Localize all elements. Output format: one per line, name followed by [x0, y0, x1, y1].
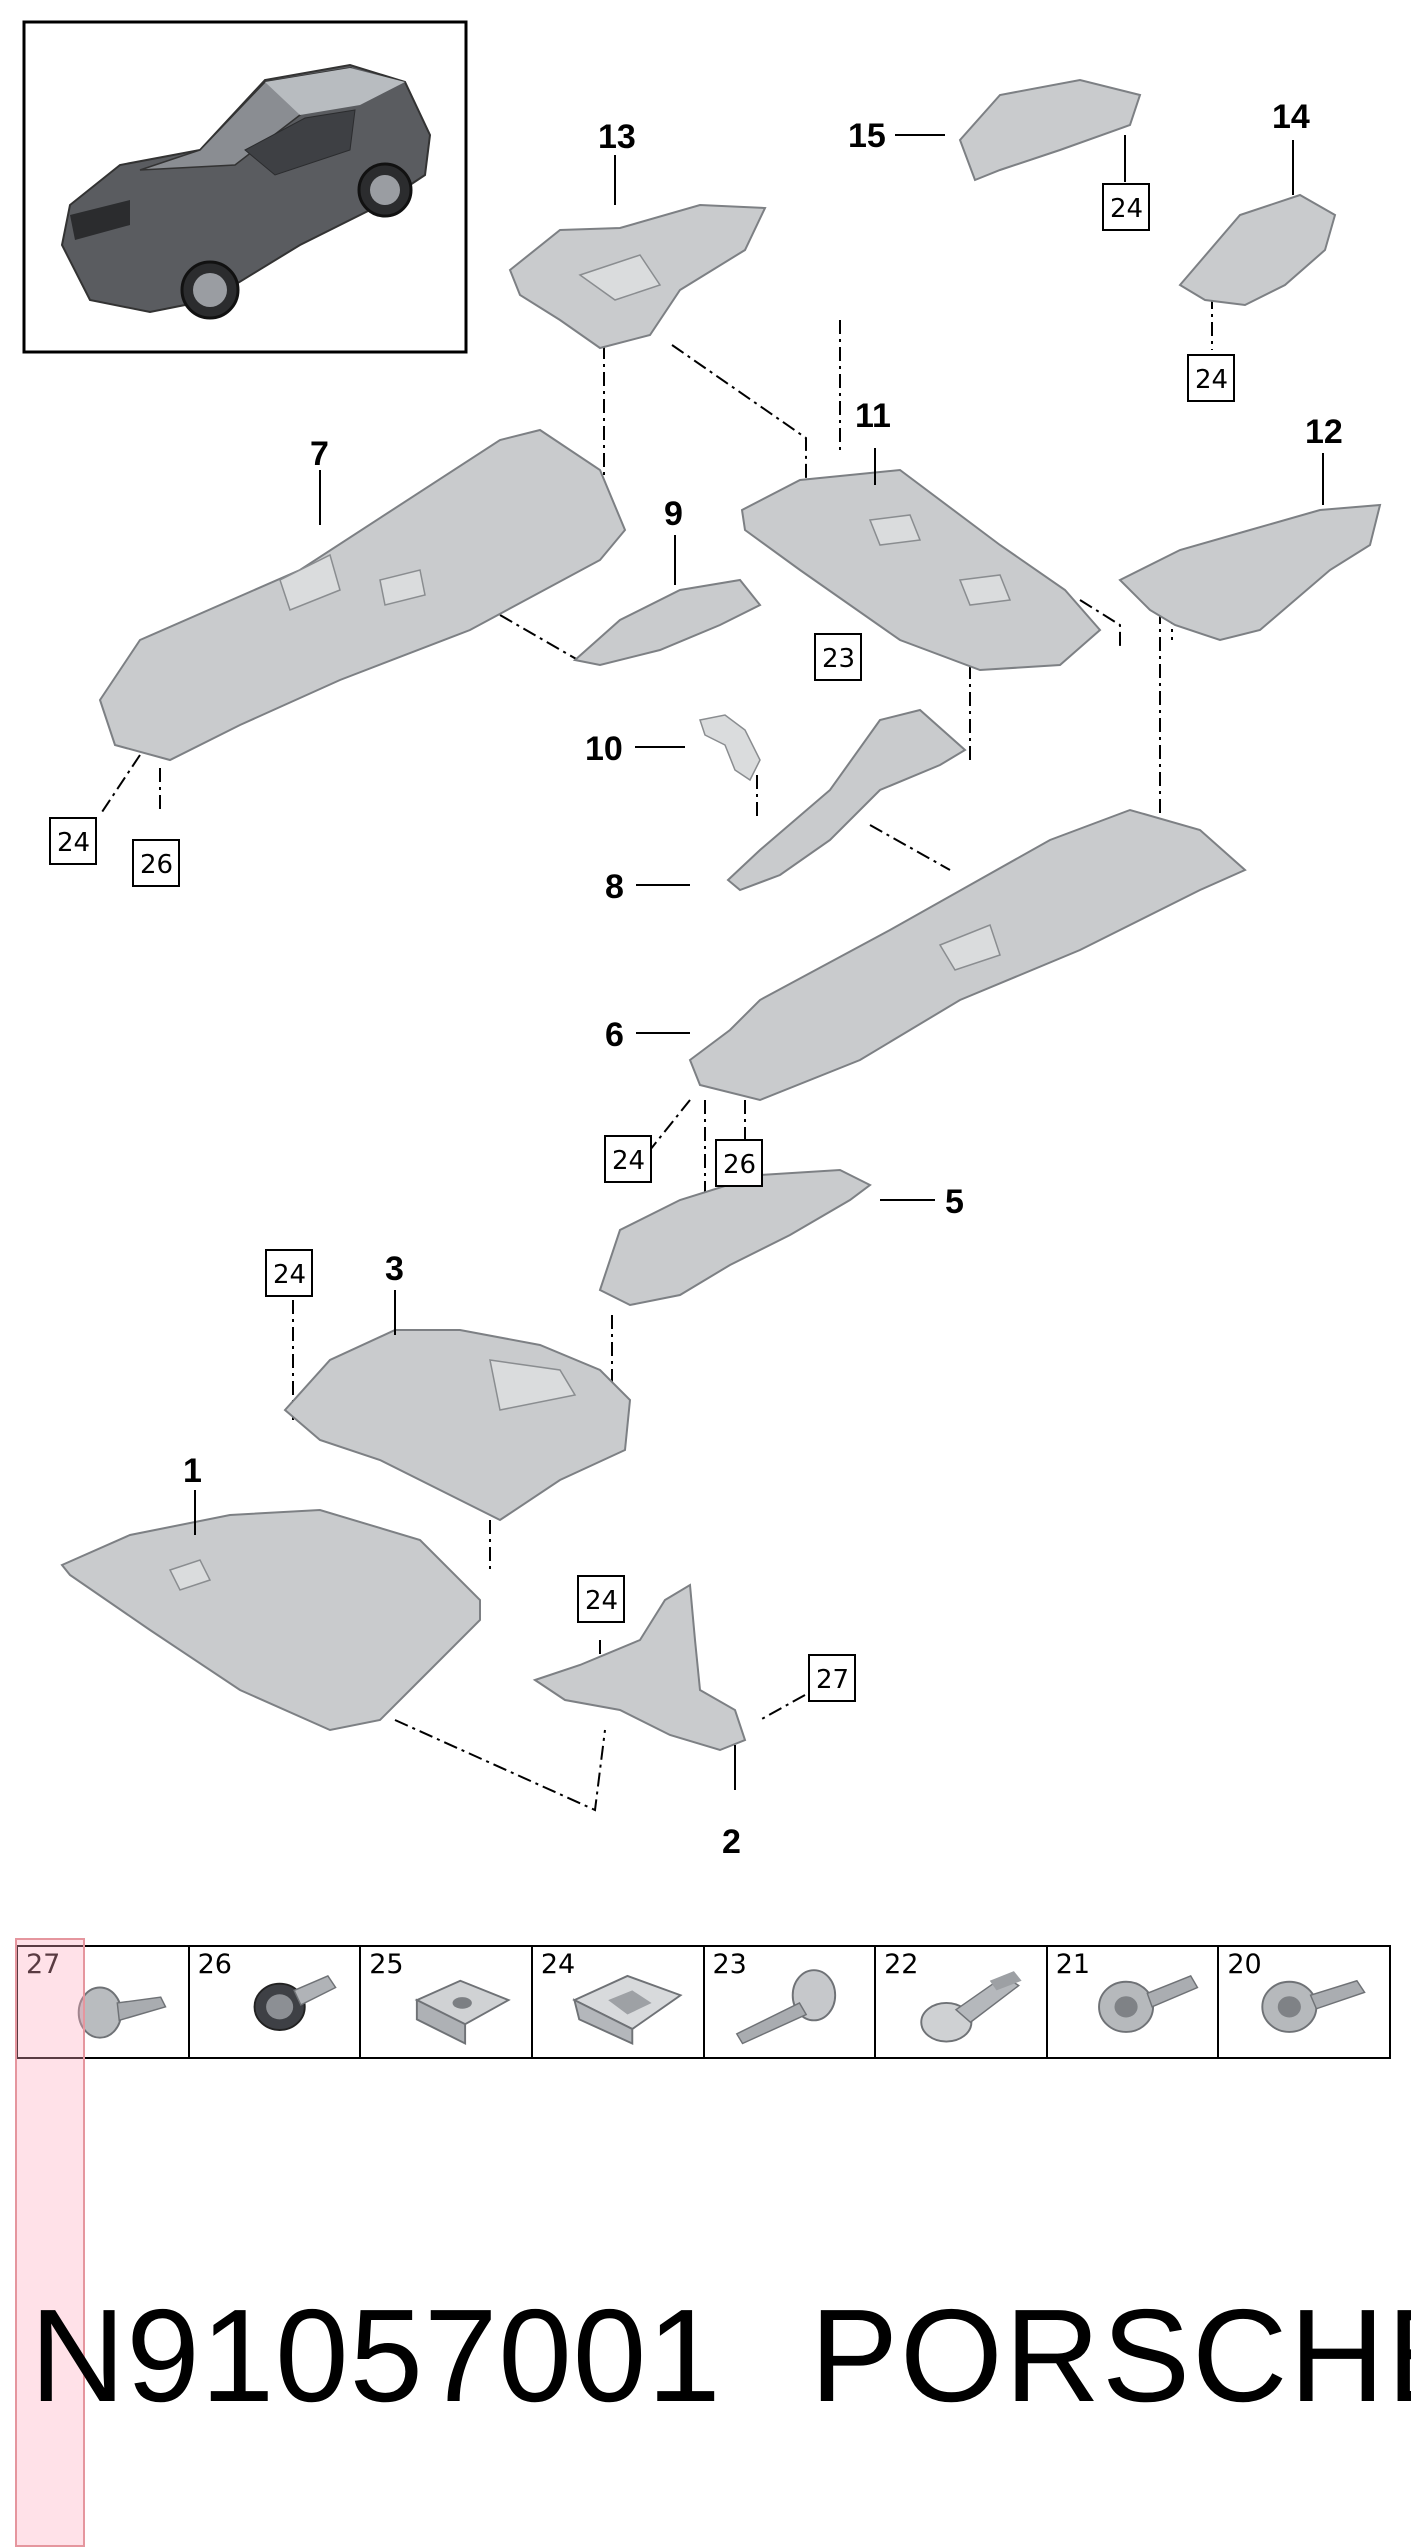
svg-text:26: 26 — [723, 1150, 756, 1180]
callout-5: 5 — [945, 1183, 964, 1221]
hex-flange-bolt-icon — [1097, 1975, 1199, 2033]
fastener-cell-22[interactable]: 22 — [876, 1947, 1048, 2057]
boxed-ref-26-part7: 26 — [132, 839, 180, 887]
boxed-ref-24-part7: 24 — [49, 817, 97, 865]
boxed-ref-27-part2: 27 — [808, 1654, 856, 1702]
part-10-bracket — [699, 714, 761, 782]
square-nut-clip-icon — [414, 1979, 512, 2046]
boxed-ref-24-part6: 24 — [604, 1135, 652, 1183]
vehicle-thumbnail — [22, 20, 468, 354]
part-15-shield — [958, 78, 1142, 182]
boxed-ref-24-part14: 24 — [1187, 354, 1235, 402]
svg-text:24: 24 — [1110, 194, 1143, 224]
callout-3: 3 — [385, 1250, 404, 1288]
fastener-number: 21 — [1055, 1949, 1091, 1980]
callout-15: 15 — [848, 117, 886, 155]
part-2-bracket — [532, 1583, 747, 1752]
fastener-number: 23 — [712, 1949, 747, 1980]
boxed-ref-24-part3: 24 — [265, 1249, 313, 1297]
callout-1: 1 — [183, 1452, 202, 1490]
svg-text:24: 24 — [585, 1586, 618, 1616]
svg-text:23: 23 — [822, 644, 855, 674]
fastener-number: 24 — [540, 1949, 576, 1980]
fastener-cell-23[interactable]: 23 — [705, 1947, 877, 2057]
part-14-shield — [1178, 193, 1337, 307]
callout-6: 6 — [605, 1016, 624, 1054]
callout-10: 10 — [585, 730, 623, 768]
part-7-underbody-panel — [98, 428, 627, 762]
leader-lines — [194, 134, 1324, 1790]
callout-2: 2 — [722, 1823, 741, 1861]
spring-clip-icon — [572, 1974, 683, 2045]
fastener-number: 22 — [884, 1949, 919, 1980]
fastener-number: 26 — [197, 1949, 232, 1980]
fastener-table: 27 26 25 24 23 — [16, 1945, 1391, 2059]
fastener-cell-20[interactable]: 20 — [1219, 1947, 1389, 2057]
part-11-underbody-panel — [740, 468, 1102, 672]
column-27-highlight — [15, 1938, 85, 2547]
callout-13: 13 — [598, 118, 636, 156]
expansion-rivet-icon — [735, 1969, 836, 2045]
svg-text:24: 24 — [1195, 365, 1228, 395]
push-rivet-icon — [920, 1971, 1022, 2043]
callout-7: 7 — [310, 435, 329, 473]
boxed-ref-23-part11: 23 — [814, 633, 862, 681]
fastener-cell-27[interactable]: 27 — [18, 1947, 190, 2057]
svg-text:24: 24 — [273, 1260, 306, 1290]
part-9-bracket — [572, 578, 762, 667]
svg-text:24: 24 — [612, 1146, 645, 1176]
svg-text:26: 26 — [140, 850, 173, 880]
boxed-ref-24-part15: 24 — [1102, 183, 1150, 231]
collar-bolt-icon — [253, 1975, 337, 2031]
fastener-cell-24[interactable]: 24 — [533, 1947, 705, 2057]
fastener-cell-25[interactable]: 25 — [361, 1947, 533, 2057]
part-8-side-panel — [726, 708, 967, 892]
part-6-underbody-panel — [688, 808, 1247, 1102]
callout-9: 9 — [664, 495, 683, 533]
fastener-number: 25 — [369, 1949, 404, 1980]
fastener-cell-26[interactable]: 26 — [190, 1947, 362, 2057]
callout-8: 8 — [605, 868, 624, 906]
fastener-number: 27 — [26, 1949, 61, 1980]
fastener-cell-21[interactable]: 21 — [1048, 1947, 1220, 2057]
footer: N91057001 PORSCHE — [30, 2280, 1411, 2429]
part-12-shield — [1118, 503, 1382, 642]
callout-12: 12 — [1305, 413, 1343, 451]
boxed-ref-24-part2: 24 — [577, 1575, 625, 1623]
fastener-number: 20 — [1227, 1949, 1262, 1980]
part-1-front-panel — [60, 1508, 481, 1732]
torx-washer-bolt-icon — [1261, 1979, 1367, 2033]
part-13-shield — [508, 203, 767, 350]
boxed-ref-26-part6: 26 — [715, 1139, 763, 1187]
callout-11: 11 — [855, 397, 891, 435]
part-3-front-panel — [283, 1329, 632, 1522]
callout-14: 14 — [1272, 98, 1310, 136]
svg-text:24: 24 — [57, 828, 90, 858]
svg-text:27: 27 — [816, 1665, 849, 1695]
exploded-parts-diagram: 13 15 14 11 12 7 9 10 8 6 5 3 1 2 24 24 … — [22, 20, 1382, 1861]
part-number: N91057001 — [30, 2282, 722, 2429]
brand-name: PORSCHE — [810, 2282, 1411, 2429]
screw-pan-head-icon — [77, 1986, 167, 2039]
part-5-shield — [598, 1168, 872, 1307]
